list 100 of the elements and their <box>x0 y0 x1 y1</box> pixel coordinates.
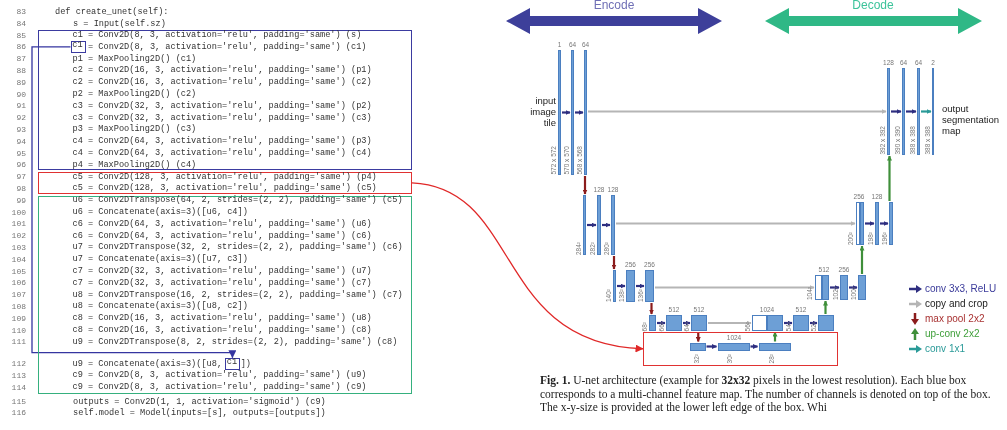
section-heading: Encode <box>593 0 635 12</box>
connector-arrow <box>616 221 856 226</box>
line-number: 109 <box>10 312 26 325</box>
legend-label: max pool 2x2 <box>925 313 985 325</box>
connector-arrow <box>617 283 626 289</box>
feature-map-bar <box>584 50 587 175</box>
line-number: 113 <box>10 370 26 382</box>
code-line: c5 = Conv2D(128, 3, activation='relu', padding='same') (p4) <box>72 170 377 183</box>
connector-arrow <box>887 155 892 201</box>
line-number: 114 <box>10 381 26 394</box>
line-number: 98 <box>15 183 26 195</box>
line-number: 89 <box>15 76 26 89</box>
line-number: 102 <box>10 230 26 243</box>
code-line: c3 = Conv2D(32, 3, activation='relu', padding='same') (c3) <box>72 111 372 124</box>
line-number: 105 <box>10 265 26 278</box>
connector-arrow <box>891 109 902 114</box>
code-line: c4 = Conv2D(64, 3, activation='relu', padding='same') (c4) <box>72 147 372 160</box>
feature-map-bar <box>583 195 586 255</box>
connector-arrow <box>655 285 815 290</box>
legend-label: conv 1x1 <box>925 343 966 355</box>
connector-arrow <box>611 256 617 270</box>
highlight-frame <box>38 171 412 194</box>
connector-arrow <box>411 182 644 352</box>
connector-arrow <box>772 331 778 342</box>
line-number: 96 <box>15 159 26 172</box>
connector-arrow <box>588 109 887 114</box>
connector-arrow <box>649 303 654 315</box>
code-line: c7 = Conv2D(32, 3, activation='relu', padding='same') (c7) <box>72 276 372 289</box>
connector-arrow <box>706 344 717 349</box>
feature-map-bar <box>818 315 834 331</box>
connector-arrow <box>708 320 752 326</box>
connector-arrow <box>582 176 588 195</box>
code-line: p1 = MaxPooling2D() (c1) <box>72 52 197 65</box>
connector-arrow <box>695 332 701 342</box>
feature-map-bar <box>840 275 848 300</box>
feature-map-bar <box>626 270 635 302</box>
connector-arrow <box>575 110 584 115</box>
line-number: 116 <box>10 407 26 420</box>
code-line: c2 = Conv2D(16, 3, activation='relu', padding='same') (c2) <box>72 76 372 89</box>
feature-map-bar <box>889 202 893 245</box>
line-number: 106 <box>10 277 26 290</box>
legend-label: up-conv 2x2 <box>925 328 980 340</box>
connector-arrow <box>880 221 889 226</box>
code-line: def create_unet(self): <box>55 6 169 18</box>
connector-arrow <box>810 320 818 326</box>
line-number: 104 <box>10 253 26 266</box>
code-line: ]) <box>240 357 252 370</box>
connector-arrow <box>830 285 840 290</box>
copied-feature-map <box>856 202 860 245</box>
copied-feature-map <box>815 275 822 300</box>
line-number: 93 <box>15 124 26 136</box>
legend-label: copy and crop <box>925 298 988 310</box>
line-number: 84 <box>15 17 26 30</box>
code-line: c8 = Conv2D(16, 3, activation='relu', padding='same') (u8) <box>72 312 372 325</box>
connector-arrow <box>921 109 932 114</box>
line-number: 107 <box>10 289 26 302</box>
code-line: u8 = Concatenate(axis=3)([u8, c2]) <box>72 300 248 313</box>
line-number: 99 <box>15 194 26 207</box>
feature-map-bar <box>860 202 864 245</box>
feature-map-bar <box>611 195 615 255</box>
figure-caption: Fig. 1. U-net architecture (example for 32x32 pixels in the lowest resolution). Each blue box corresponds to a multi-channel feature map. The number of channels is denoted on top of the box. The x-y-size is provided at the lower left edge of the box. Whi <box>540 374 992 415</box>
feature-map-bar <box>645 270 654 302</box>
code-line: p3 = MaxPooling2D() (c3) <box>72 123 197 136</box>
code-line: u9 = Concatenate(axis=3)([u8, <box>72 357 223 370</box>
line-number: 90 <box>15 88 26 101</box>
code-line: c8 = Conv2D(16, 3, activation='relu', padding='same') (c8) <box>72 324 372 337</box>
feature-map-bar <box>691 315 707 331</box>
line-number: 97 <box>15 171 26 184</box>
line-number: 95 <box>15 147 26 160</box>
code-line: c7 = Conv2D(32, 3, activation='relu', padding='same') (u7) <box>72 265 372 278</box>
code-line: u7 = Conv2DTranspose(32, 2, strides=(2, 2), padding='same') (c6) <box>72 241 403 254</box>
connector-arrow <box>683 320 691 326</box>
line-number: 88 <box>15 65 26 77</box>
code-line: c2 = Conv2D(16, 3, activation='relu', padding='same') (p1) <box>72 64 372 77</box>
feature-map-bar <box>597 195 601 255</box>
connector-arrow <box>859 245 865 274</box>
connector-arrow <box>602 222 611 228</box>
code-line: p2 = MaxPooling2D() (c2) <box>72 88 197 101</box>
feature-map-bar <box>793 315 809 331</box>
code-line: u8 = Conv2DTranspose(16, 2, strides=(2, 2), padding='same') (c7) <box>72 288 403 301</box>
feature-map-bar <box>767 315 783 331</box>
connector-arrow <box>906 109 917 114</box>
connector-arrow <box>562 110 571 115</box>
copied-feature-map <box>752 315 767 331</box>
feature-map-bar <box>649 315 656 331</box>
feature-map-bar <box>887 68 890 155</box>
feature-map-bar <box>822 275 829 300</box>
highlight-frame <box>643 331 838 366</box>
code-line: s = Input(self.sz) <box>73 17 166 30</box>
feature-map-bar <box>558 50 561 175</box>
connector-arrow <box>750 344 758 349</box>
code-line: c1 = Conv2D(8, 3, activation='relu', padding='same') (s) <box>72 29 362 41</box>
highlight-frame <box>38 29 412 171</box>
highlight-frame <box>38 195 412 394</box>
line-number: 83 <box>15 6 26 18</box>
line-number: 111 <box>10 336 26 349</box>
line-number: 110 <box>10 324 26 337</box>
connector-arrow <box>636 283 645 289</box>
feature-map-bar <box>902 68 905 155</box>
line-number: 100 <box>10 206 26 219</box>
